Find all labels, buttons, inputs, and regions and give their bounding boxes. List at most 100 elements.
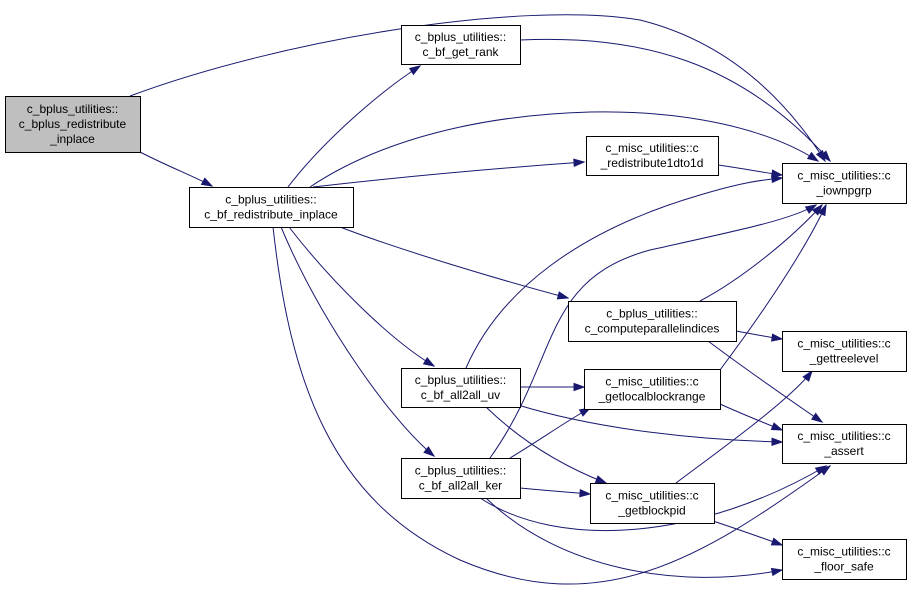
node-label-line: c_misc_utilities::c	[797, 545, 890, 559]
edge-lbr-to-assert	[719, 403, 784, 431]
edge-line	[339, 226, 569, 299]
node-label-line: c_bf_all2all_ker	[419, 479, 502, 493]
edge-redist1d-to-iownpgrp	[717, 164, 784, 178]
node-label-line: _gettreelevel	[809, 352, 879, 366]
node-uv[interactable]: c_bplus_utilities::c_bf_all2all_uv	[401, 368, 521, 408]
edge-uv-to-iownpgrp	[465, 174, 784, 369]
edge-line	[309, 111, 819, 188]
edge-line	[699, 204, 823, 302]
node-ker[interactable]: c_bplus_utilities::c_bf_all2all_ker	[401, 458, 521, 499]
edge-ker-to-blockpid	[519, 487, 592, 498]
node-box	[782, 539, 907, 580]
node-label-line: c_misc_utilities::c	[797, 337, 890, 351]
node-redist1d[interactable]: c_misc_utilities::c_redistribute1dto1d	[586, 136, 719, 176]
node-label-line: c_bf_get_rank	[422, 45, 499, 59]
arrowhead-icon	[422, 357, 436, 367]
arrowhead-icon	[423, 446, 436, 457]
edges-layer	[129, 14, 832, 585]
node-label-line: c_computeparallelindices	[585, 322, 720, 336]
node-label-line: _getblockpid	[617, 504, 685, 518]
node-box	[401, 25, 521, 65]
edge-uv-to-lbr	[519, 382, 586, 392]
node-root[interactable]: c_bplus_utilities::c_bplus_redistribute_…	[5, 96, 141, 153]
node-lbr[interactable]: c_misc_utilities::c_getlocalblockrange	[584, 369, 721, 410]
edge-root-to-bfredist	[139, 151, 214, 187]
arrowhead-icon	[556, 291, 570, 300]
node-label-line: c_bplus_utilities::	[415, 30, 506, 44]
node-label-line: c_bplus_utilities::	[415, 464, 506, 478]
node-label-line: _getlocalblockrange	[598, 390, 706, 404]
edge-bfredist-to-redist1d	[312, 158, 586, 188]
edge-line	[288, 226, 435, 367]
node-label-line: _inplace	[49, 132, 95, 146]
node-box	[782, 331, 907, 372]
arrowhead-icon	[771, 437, 784, 446]
arrowhead-icon	[806, 151, 820, 162]
arrowhead-icon	[770, 422, 784, 431]
edge-ker-to-lbr	[509, 407, 592, 459]
arrowhead-icon	[770, 567, 784, 577]
node-box	[189, 187, 354, 228]
edge-line	[675, 370, 813, 484]
arrowhead-icon	[771, 169, 784, 178]
node-getrank[interactable]: c_bplus_utilities::c_bf_get_rank	[401, 25, 521, 65]
node-label-line: _iownpgrp	[815, 184, 872, 198]
node-label-line: c_misc_utilities::c	[605, 489, 698, 503]
edge-line	[519, 487, 591, 495]
edge-uv-to-assert	[517, 404, 784, 446]
edge-line	[129, 14, 826, 162]
arrowhead-icon	[802, 369, 813, 382]
edge-line	[719, 204, 827, 371]
edge-bfredist-to-assert	[272, 226, 832, 585]
node-label-line: c_bf_all2all_uv	[421, 388, 500, 402]
edge-cpi-to-assert	[707, 340, 824, 423]
edge-line	[139, 151, 213, 187]
arrowhead-icon	[579, 488, 592, 498]
edge-line	[485, 406, 607, 484]
node-label-line: c_misc_utilities::c	[605, 375, 698, 389]
edge-line	[485, 497, 783, 578]
node-iownpgrp[interactable]: c_misc_utilities::c_iownpgrp	[782, 163, 907, 204]
node-label-line: c_bplus_utilities::	[415, 373, 506, 387]
arrowhead-icon	[810, 412, 824, 423]
edge-bfredist-to-uv	[288, 226, 436, 367]
node-assert[interactable]: c_misc_utilities::c_assert	[782, 424, 907, 464]
node-treelevel[interactable]: c_misc_utilities::c_gettreelevel	[782, 331, 907, 372]
node-label-line: c_misc_utilities::c	[797, 169, 890, 183]
node-floorsafe[interactable]: c_misc_utilities::c_floor_safe	[782, 539, 907, 580]
edge-bfredist-to-cpi	[339, 226, 570, 300]
edge-line	[509, 407, 591, 459]
node-label-line: _floor_safe	[813, 560, 874, 574]
arrowhead-icon	[200, 177, 214, 187]
edge-cpi-to-treelevel	[735, 330, 784, 342]
edge-blockpid-to-floorsafe	[709, 519, 784, 546]
arrowhead-icon	[770, 537, 784, 546]
arrowhead-icon	[814, 465, 828, 475]
node-label-line: c_bf_redistribute_inplace	[204, 208, 338, 222]
edge-line	[280, 226, 435, 457]
node-blockpid[interactable]: c_misc_utilities::c_getblockpid	[590, 483, 715, 524]
node-label-line: c_bplus_utilities::	[606, 307, 697, 321]
edge-getrank-to-iownpgrp	[519, 38, 832, 163]
edge-bfredist-to-ker	[280, 226, 436, 457]
node-box	[782, 424, 907, 464]
edge-cpi-to-iownpgrp	[699, 203, 824, 302]
edge-line	[312, 161, 585, 188]
node-box	[782, 163, 907, 204]
edge-line	[707, 340, 823, 423]
edge-ker-to-floorsafe	[485, 497, 784, 578]
node-box	[5, 96, 141, 153]
node-label-line: c_bplus_utilities::	[27, 102, 118, 116]
nodes-layer: c_bplus_utilities::c_bplus_redistribute_…	[5, 25, 907, 580]
arrowhead-icon	[817, 203, 827, 217]
edge-uv-to-blockpid	[485, 406, 608, 484]
edge-line	[272, 226, 831, 585]
arrowhead-icon	[811, 203, 824, 216]
node-label-line: _redistribute1dto1d	[600, 156, 704, 170]
node-cpi[interactable]: c_bplus_utilities::c_computeparallelindi…	[568, 301, 737, 342]
edge-bfredist-to-iownpgrp	[309, 111, 820, 188]
arrowhead-icon	[573, 382, 586, 392]
arrowhead-icon	[771, 333, 784, 342]
node-bfredist[interactable]: c_bplus_utilities::c_bf_redistribute_inp…	[189, 187, 354, 228]
